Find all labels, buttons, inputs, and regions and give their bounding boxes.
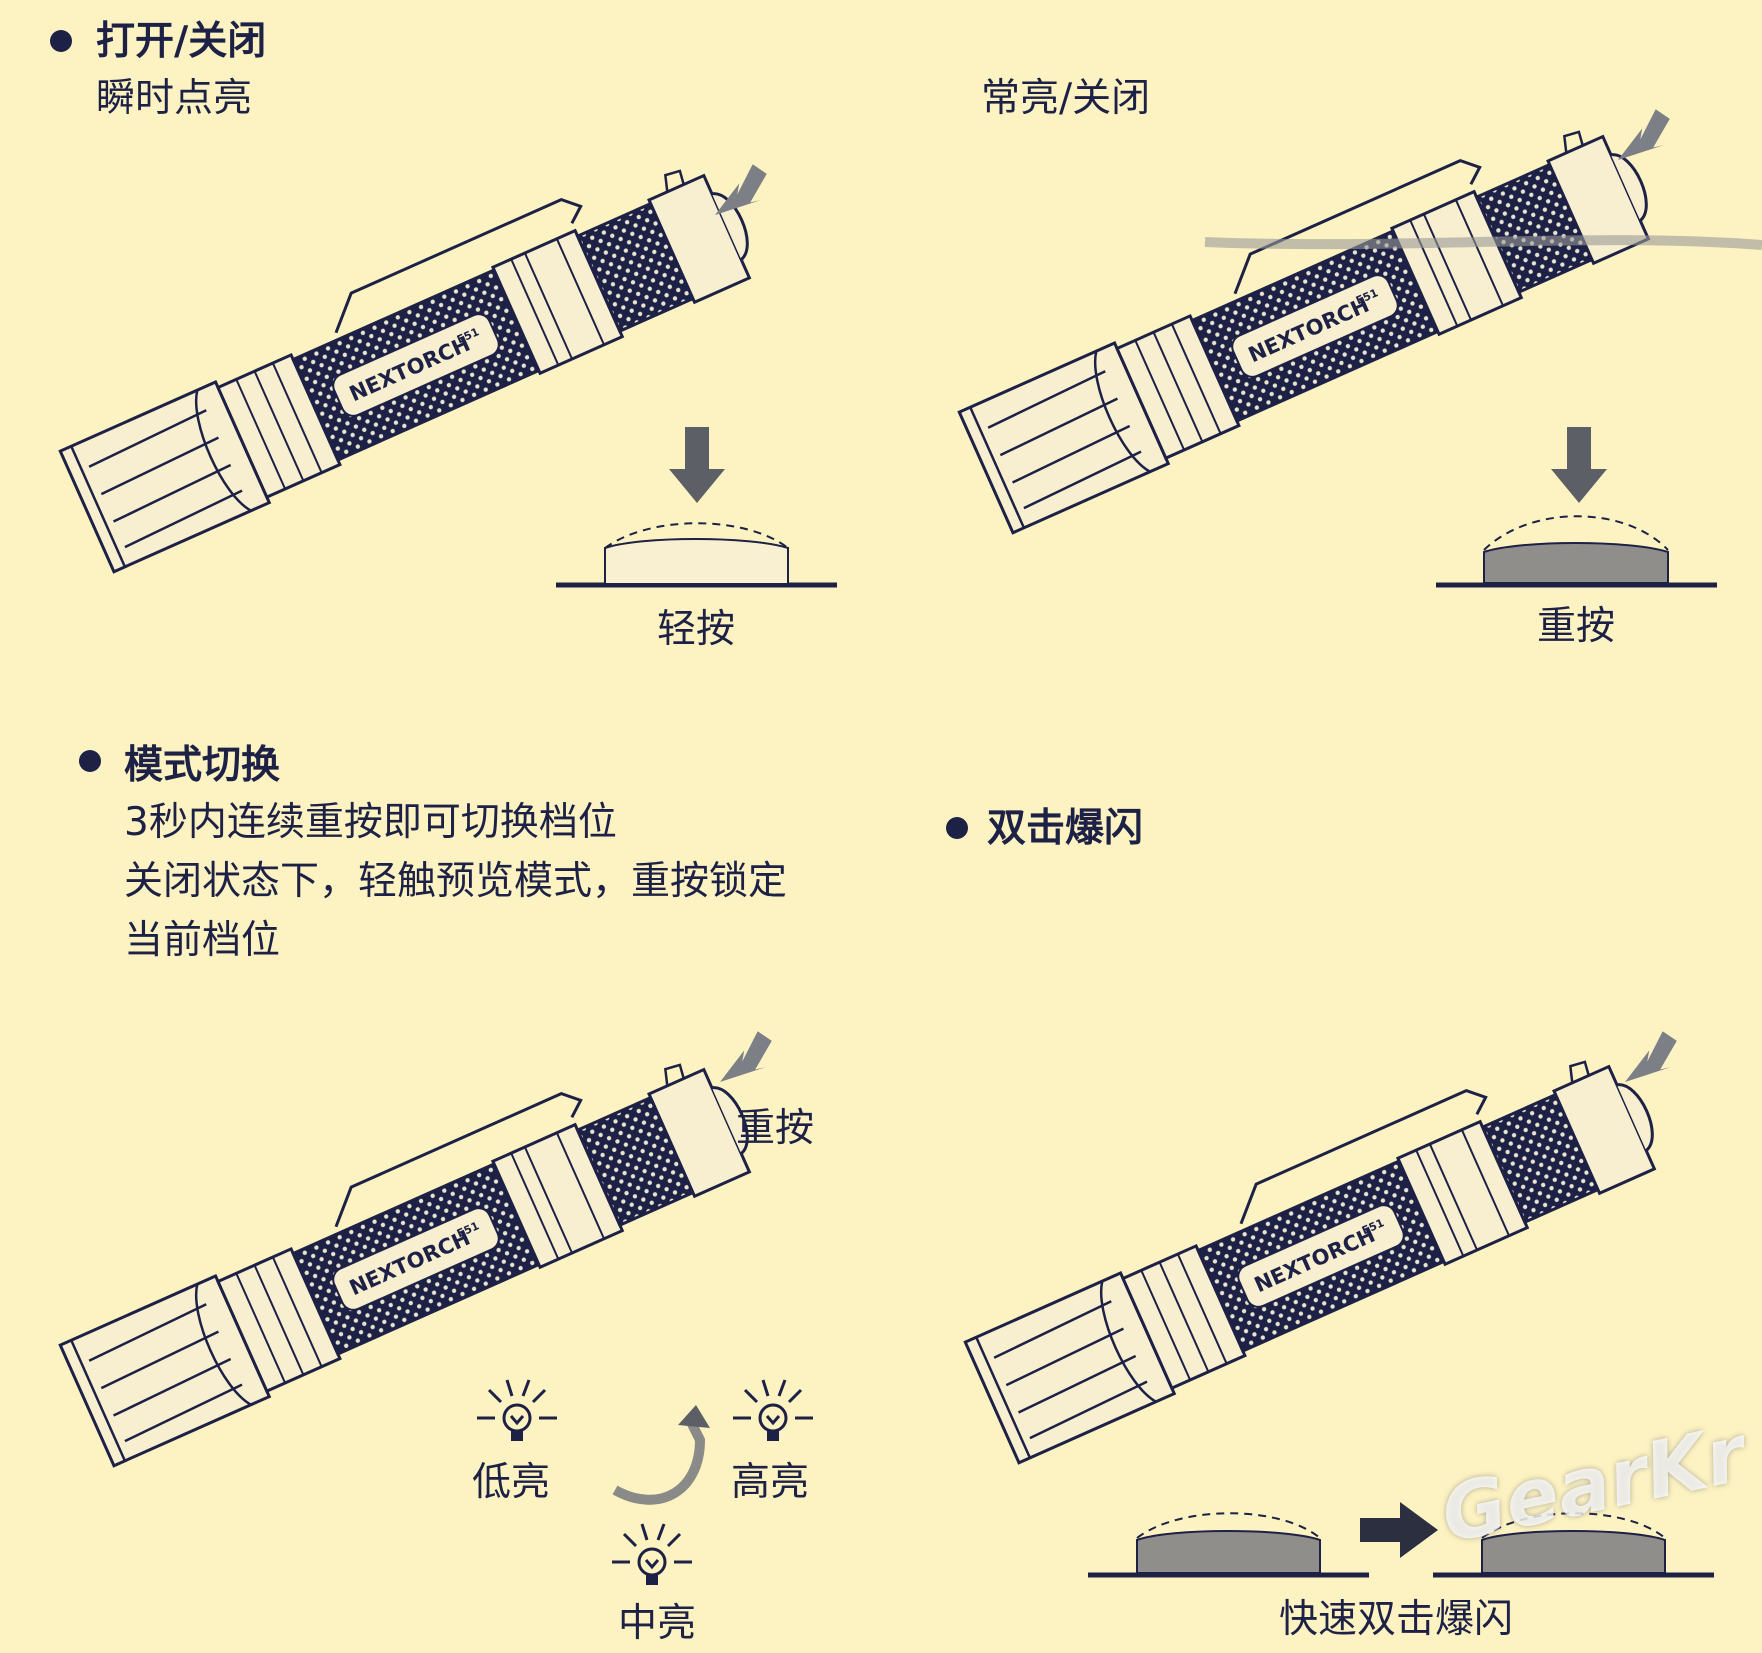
bulb-high-icon: [731, 1378, 815, 1443]
cycle-arrow-icon: [612, 1417, 706, 1505]
down-arrow-icon: [669, 427, 725, 503]
section-title-strobe: 双击爆闪: [987, 806, 1144, 851]
mode-press-label: 重按: [736, 1106, 815, 1151]
cycle-arrowhead-icon: [678, 1405, 710, 1428]
flashlight-momentary: NEXTORCH E51: [48, 134, 771, 574]
strobe-caption: 快速双击爆闪: [1279, 1597, 1514, 1642]
right-arrow-icon: [1360, 1502, 1438, 1558]
light-press-label: 轻按: [657, 607, 736, 652]
section-title-mode: 模式切换: [124, 743, 281, 788]
bullet-icon: [50, 30, 72, 52]
down-arrow-icon: [1551, 427, 1607, 503]
button-hard-press: [1436, 515, 1717, 588]
mode-line: 当前档位: [124, 918, 281, 963]
press-arrow-icon: [708, 1027, 783, 1094]
press-arrow-icon: [1613, 1027, 1688, 1094]
bulb-mid-icon: [610, 1522, 694, 1587]
flashlight-constant: NEXTORCH E51: [947, 95, 1670, 535]
level-high-label: 高亮: [731, 1460, 810, 1505]
mode-line: 3秒内连续重按即可切换档位: [124, 800, 617, 845]
flashlight-strobe: NEXTORCH E51: [953, 1025, 1676, 1465]
mode-line: 关闭状态下，轻触预览模式，重按锁定: [124, 859, 788, 904]
momentary-label: 瞬时点亮: [96, 76, 253, 121]
hard-press-label: 重按: [1537, 604, 1616, 649]
level-mid-label: 中亮: [618, 1601, 697, 1646]
flashlight-mode: NEXTORCH E51: [48, 1028, 771, 1468]
button-strobe-1: [1088, 1512, 1369, 1578]
bullet-icon: [946, 817, 968, 839]
level-low-label: 低亮: [472, 1460, 551, 1505]
bullet-icon: [79, 750, 101, 772]
section-title-on-off: 打开/关闭: [96, 19, 267, 64]
button-light-press: [556, 522, 837, 588]
constant-label: 常亮/关闭: [981, 76, 1151, 121]
light-beam: [1204, 235, 1762, 250]
button-strobe-2: [1433, 1512, 1714, 1578]
bulb-low-icon: [475, 1378, 559, 1443]
